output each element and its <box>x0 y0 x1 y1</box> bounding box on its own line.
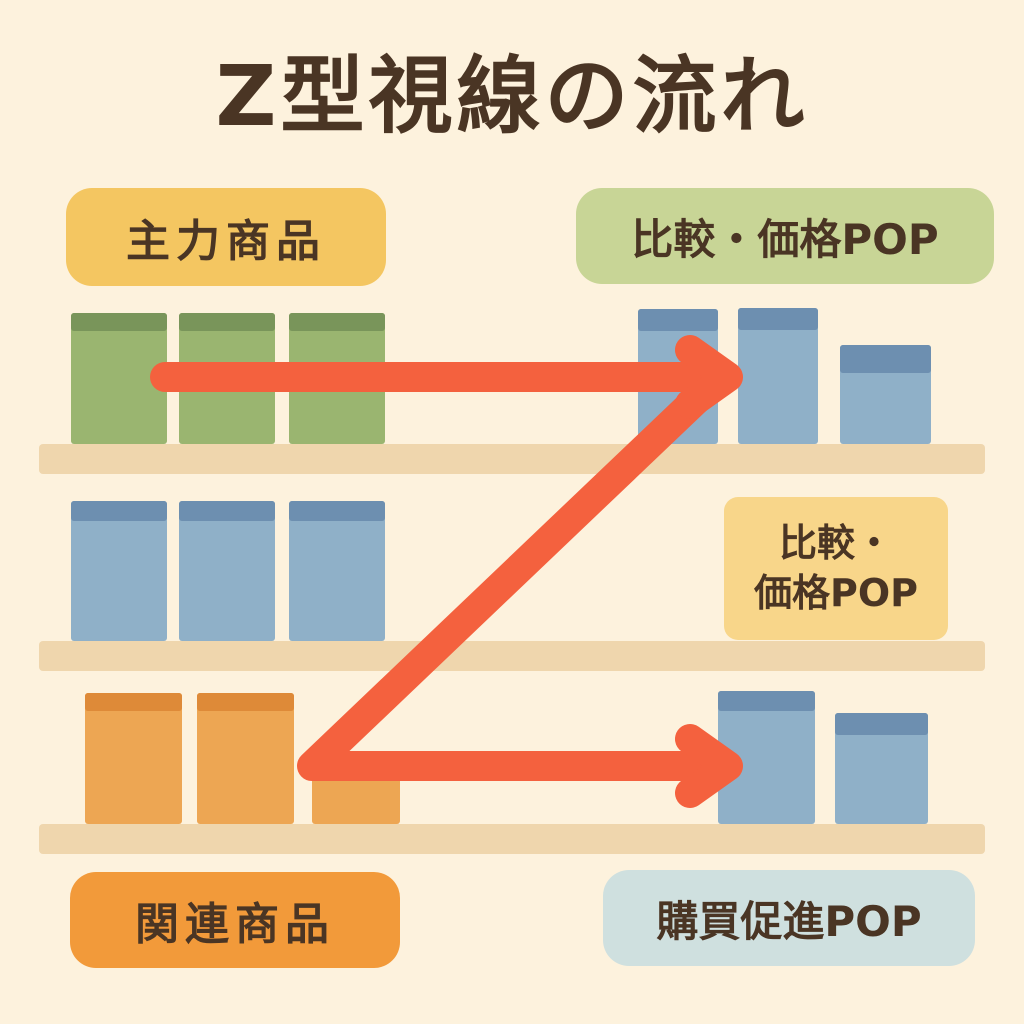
green-product-1 <box>71 313 167 444</box>
blue-product-mid-1 <box>71 501 167 641</box>
z-arrow <box>150 335 743 808</box>
label-compare-price-top: 比較・価格POP <box>576 188 994 284</box>
blue-product-top-3 <box>840 345 931 444</box>
blue-product-mid-2 <box>179 501 275 641</box>
blue-product-mid-3 <box>289 501 385 641</box>
shelf-bottom <box>39 824 985 854</box>
arrowhead-bottom-icon <box>675 724 743 808</box>
label-compare-price-mid: 比較・ 価格POP <box>724 497 948 640</box>
label-related-product: 関連商品 <box>70 872 400 968</box>
blue-product-top-2 <box>738 308 818 444</box>
page-title: Z型視線の流れ <box>215 47 809 145</box>
label-compare-price-mid-line1: 比較・ <box>778 521 893 566</box>
blue-product-bottom-2 <box>835 713 928 824</box>
shelf-top <box>39 444 985 474</box>
label-purchase-promo: 購買促進POP <box>603 870 975 966</box>
orange-product-2 <box>197 693 294 824</box>
label-compare-price-mid-line2: 価格POP <box>753 570 918 615</box>
shelf-middle <box>39 641 985 671</box>
label-main-product: 主力商品 <box>66 188 386 286</box>
z-arrow-path <box>150 362 735 781</box>
arrowhead-top-icon <box>675 335 743 419</box>
orange-product-1 <box>85 693 182 824</box>
blue-product-bottom-1 <box>718 691 815 824</box>
